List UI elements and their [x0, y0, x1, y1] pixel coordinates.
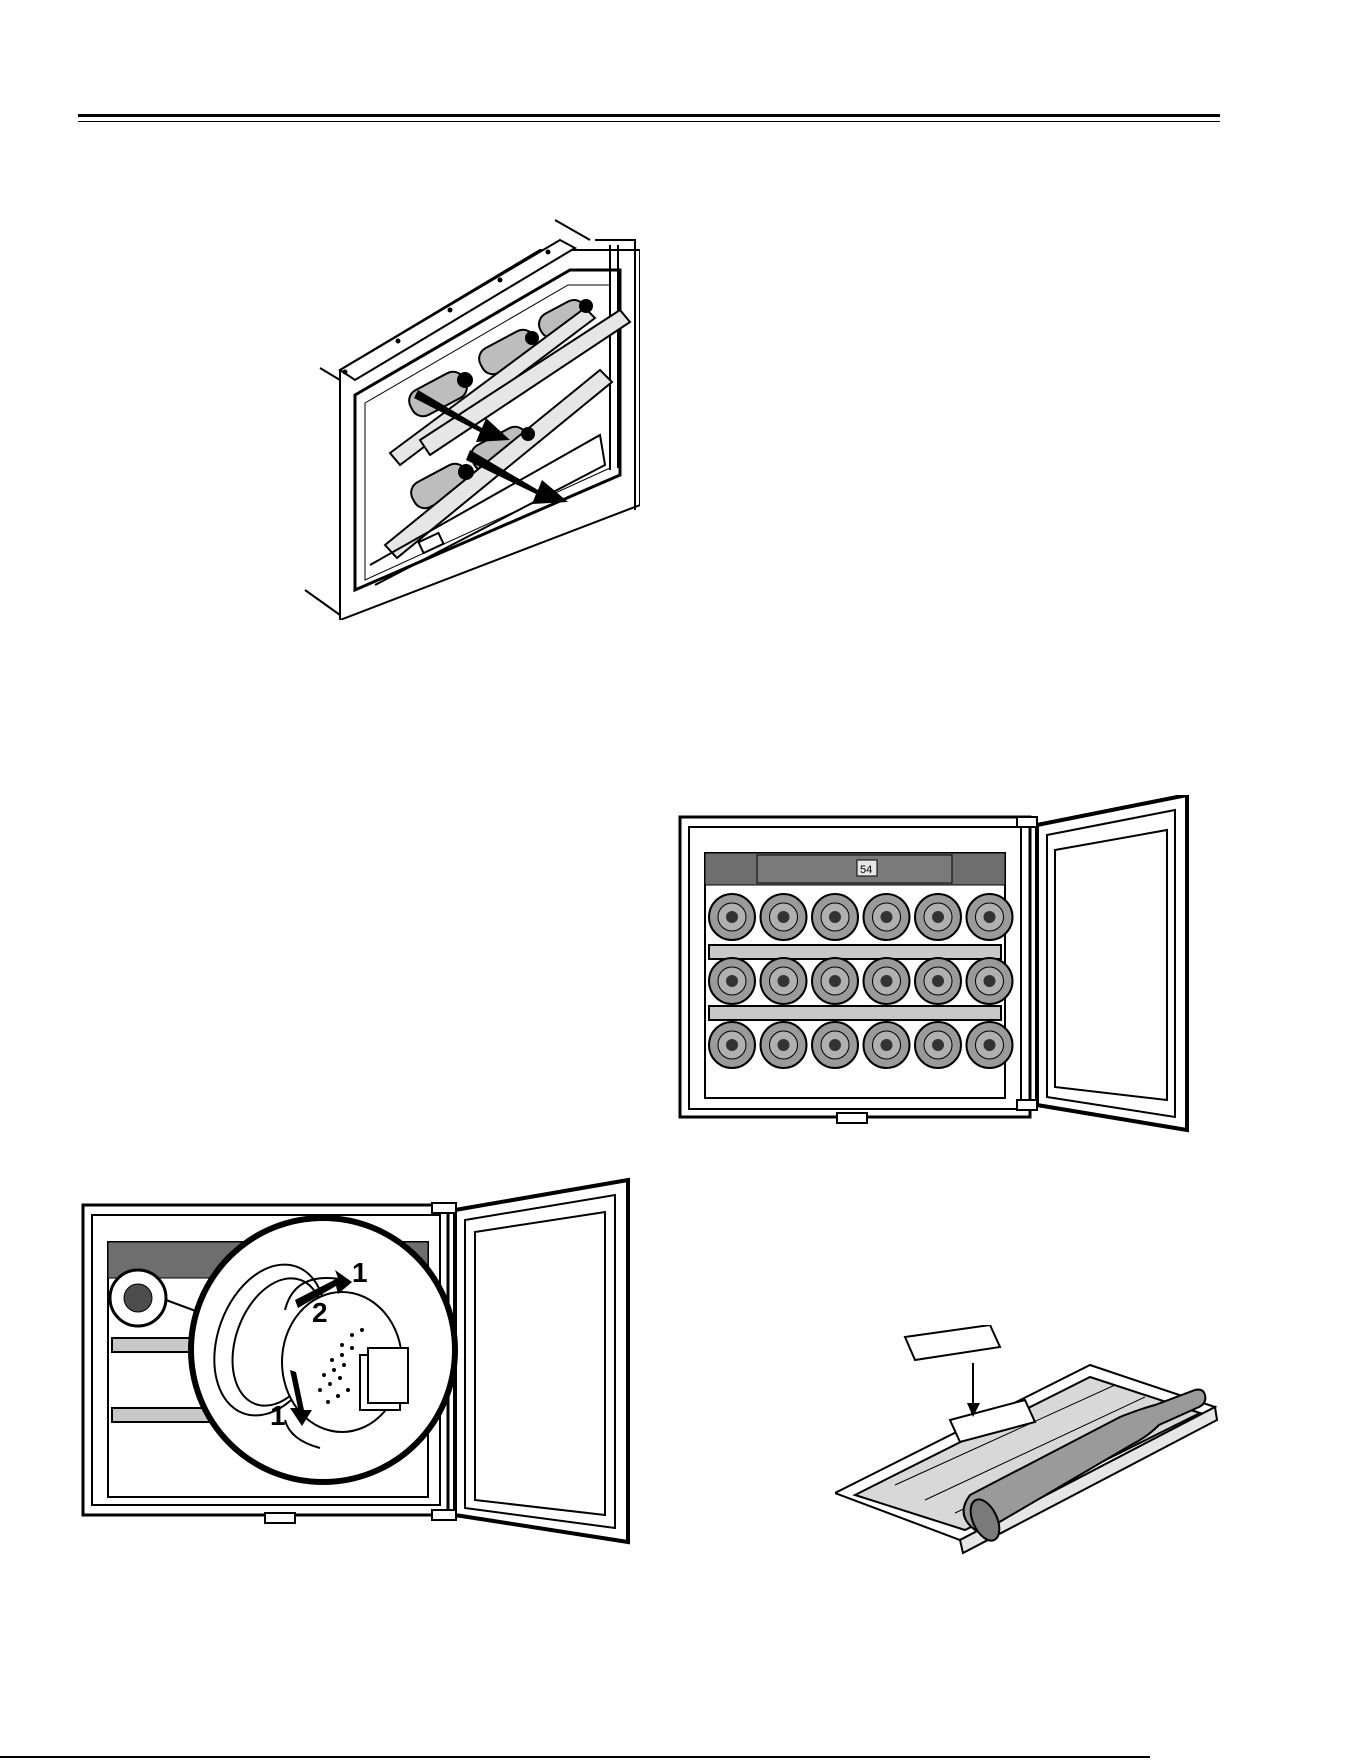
- bottle-cap: [881, 911, 893, 923]
- bottle-cap: [726, 975, 738, 987]
- filter-change-figure: 1 2 1: [80, 1170, 640, 1550]
- cabinet-full-figure: 54: [677, 795, 1197, 1140]
- bottle-cap: [932, 911, 944, 923]
- bottle-cap: [726, 1039, 738, 1051]
- bottle-cap: [932, 975, 944, 987]
- wine-cabinet-open-door-illustration: 54: [677, 795, 1197, 1140]
- step-label-1-top: 1: [352, 1257, 368, 1288]
- bottle-cap: [932, 1039, 944, 1051]
- header-rule-top: [78, 114, 1220, 117]
- drawer-pull-arrows-illustration: [300, 210, 640, 620]
- bottle-cap: [829, 1039, 841, 1051]
- bottle-cap: [984, 975, 996, 987]
- bottle-cap: [829, 911, 841, 923]
- cabinet-display-readout: 54: [860, 864, 872, 876]
- step-label-2: 2: [312, 1297, 328, 1328]
- shelf-label-figure: [835, 1325, 1235, 1565]
- shelf-label-insert-illustration: [835, 1325, 1235, 1565]
- bottle-cap: [984, 1039, 996, 1051]
- bottle-cap: [881, 1039, 893, 1051]
- footer-rule: [0, 1756, 1150, 1758]
- header-rule-bottom: [78, 121, 1220, 122]
- bottle-cap: [778, 975, 790, 987]
- drawer-pullout-figure: [300, 210, 640, 620]
- bottle-cap: [726, 911, 738, 923]
- bottle-cap: [881, 975, 893, 987]
- bottle-cap: [778, 1039, 790, 1051]
- step-label-1-bottom: 1: [270, 1400, 286, 1431]
- bottle-cap: [984, 911, 996, 923]
- carbon-filter-rotate-illustration: 1 2 1: [80, 1170, 640, 1550]
- bottle-cap: [778, 911, 790, 923]
- bottle-cap: [829, 975, 841, 987]
